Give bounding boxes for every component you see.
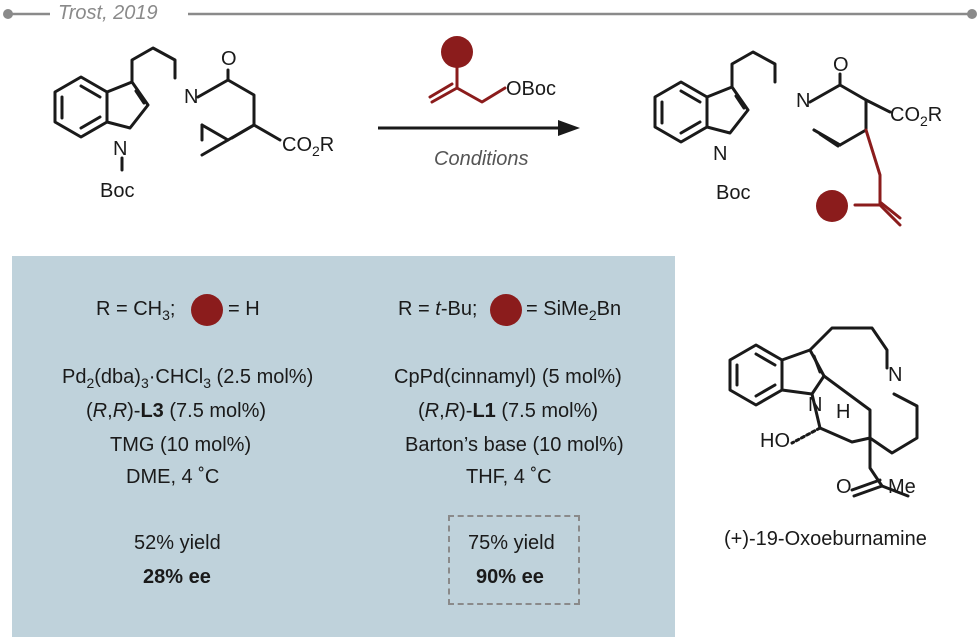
reagent-oboc-label: OBoc [506, 78, 557, 100]
tg-piperidine-right [822, 374, 919, 455]
tg-pyrrole [780, 348, 826, 396]
left-ee: 28% ee [143, 566, 211, 588]
left-base: TMG (10 mol%) [110, 434, 252, 456]
pr-ester-bond [864, 98, 892, 114]
right-catalyst: CpPd(cinnamyl) (5 mol%) [394, 366, 622, 388]
left-yield: 52% yield [134, 532, 221, 554]
sm-pyrrole-ring [105, 80, 150, 130]
sm-pyrrole-double-bond [134, 89, 146, 105]
target-h: H [836, 401, 851, 423]
header-rule [3, 9, 977, 19]
tg-piperidine-top [808, 326, 889, 370]
right-ligand: (R,R)-L1 (7.5 mol%) [418, 400, 599, 422]
reaction-arrow-head [558, 120, 580, 136]
sm-enamine-double [230, 123, 256, 140]
pr-boc-label: Boc [716, 182, 751, 204]
reaction-scheme [53, 36, 902, 227]
target-structure [728, 326, 919, 498]
pr-pyrrole-ring [705, 85, 750, 135]
pr-lactam-n: N [796, 90, 811, 112]
pr-ester-label: CO2R [890, 104, 943, 129]
left-ball-equals: = H [228, 298, 260, 320]
right-ball-icon [490, 294, 522, 326]
sm-ethyl-linker [130, 46, 177, 84]
left-ball-icon [191, 294, 223, 326]
sm-ester-label: CO2R [282, 134, 335, 159]
right-solvent: THF, 4 ˚C [466, 466, 552, 488]
tg-methyl-bond [880, 484, 910, 498]
tg-pyrrole-double [812, 354, 822, 374]
sm-carbonyl-o: O [221, 48, 237, 70]
sm-lactam-ring [196, 78, 256, 142]
left-r-definition: R = CH3; [96, 298, 176, 323]
sm-indole-n: N [113, 138, 128, 160]
target-me: Me [888, 476, 916, 498]
pr-indole-n: N [713, 143, 728, 165]
target-n-upper: N [888, 364, 903, 386]
citation-label: Trost, 2019 [58, 2, 158, 24]
pr-benzene-double-bonds [660, 89, 702, 135]
reagent-vinyl [430, 66, 459, 104]
tg-benzene-doubles [735, 352, 777, 398]
sm-ring-lower [200, 123, 230, 157]
highlight-dashed-box [448, 515, 580, 605]
reagent-substituent-ball [441, 36, 473, 68]
target-n-lower: N [808, 394, 823, 416]
right-ball-equals: = SiMe2Bn [526, 298, 622, 323]
tg-lower-ring [810, 392, 872, 444]
reagent-chain [455, 86, 507, 104]
sm-lactam-n: N [184, 86, 199, 108]
pr-substituent-ball [816, 190, 848, 222]
sm-ester-bond [252, 123, 282, 142]
target-name: (+)-19-Oxoeburnamine [724, 528, 927, 550]
pr-ethyl-linker [730, 50, 777, 89]
left-solvent: DME, 4 ˚C [126, 466, 220, 488]
rule-end-dot [967, 9, 977, 19]
right-r-definition: R = t-Bu; [398, 298, 478, 320]
pr-pyrrole-double-bond [734, 94, 746, 110]
pr-allyl-double [878, 200, 902, 220]
pr-lactam-ring [808, 83, 868, 147]
tg-hydroxy-bond [790, 426, 822, 445]
target-o: O [836, 476, 852, 498]
right-base: Barton’s base (10 mol%) [405, 434, 624, 456]
sm-boc-label: Boc [100, 180, 135, 202]
target-ho: HO [760, 430, 790, 452]
pr-carbonyl-o: O [833, 54, 849, 76]
reagent-double [428, 82, 454, 99]
tg-carbonyl-double [850, 478, 884, 498]
pr-allyl-chain [864, 128, 902, 227]
conditions-panel [12, 256, 675, 637]
right-yield: 75% yield [468, 532, 555, 554]
pr-ring-double [812, 128, 842, 148]
left-ligand: (R,R)-L3 (7.5 mol%) [86, 400, 267, 422]
sm-benzene-double-bonds [60, 84, 102, 130]
left-catalyst: Pd2(dba)3·CHCl3 (2.5 mol%) [62, 366, 314, 391]
arrow-conditions-label: Conditions [434, 148, 529, 170]
right-ee: 90% ee [476, 566, 544, 588]
